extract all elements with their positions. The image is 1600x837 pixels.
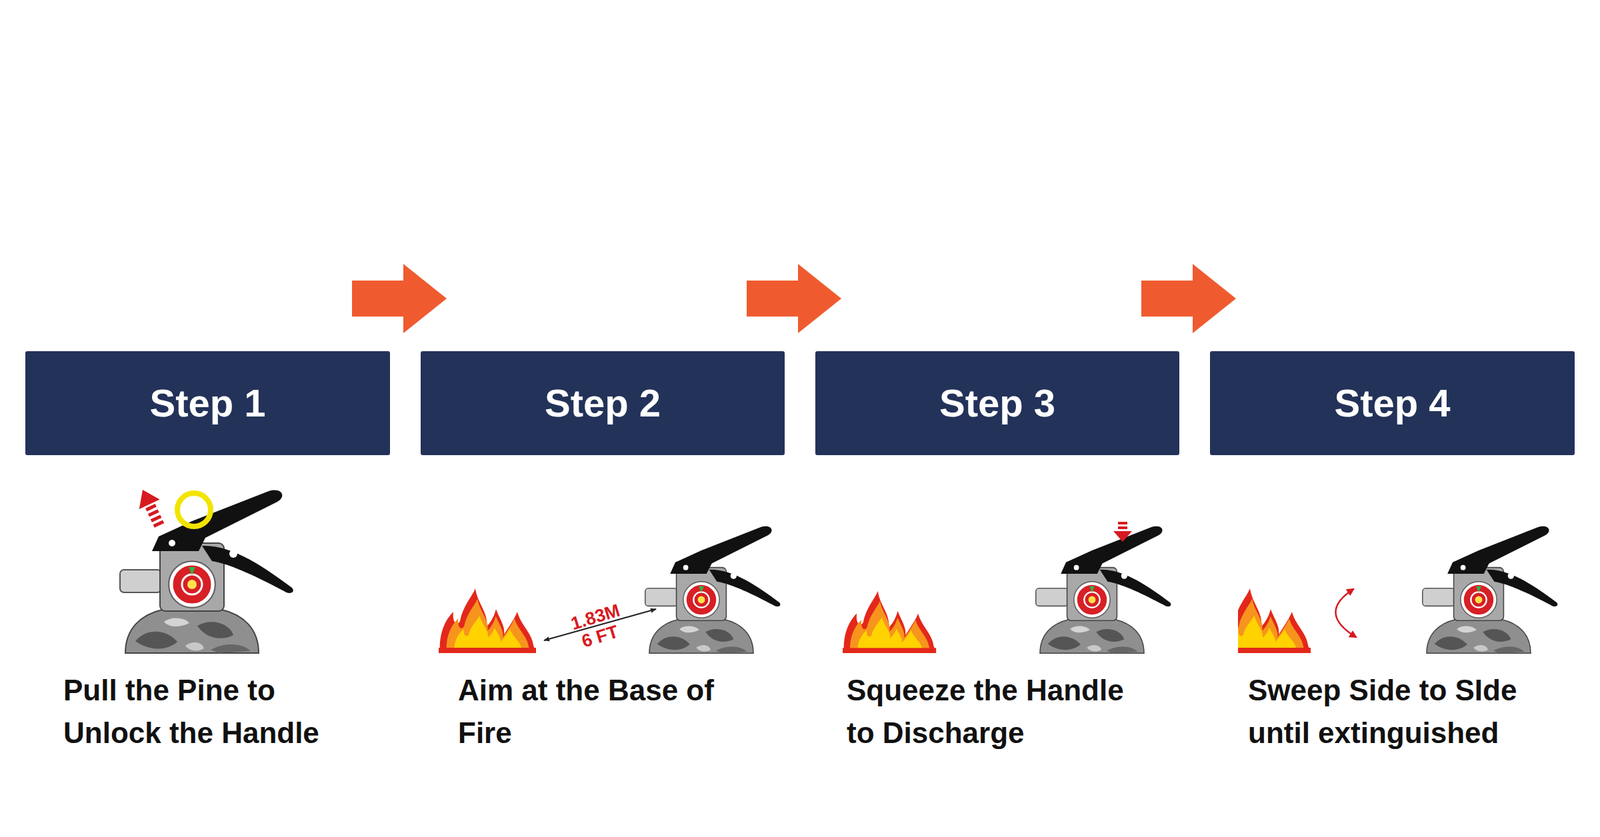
squeeze-arrow-head bbox=[1113, 531, 1132, 542]
step-title: Step 1 bbox=[149, 382, 266, 425]
extinguisher bbox=[1422, 526, 1558, 654]
step-caption: Aim at the Base of Fire bbox=[458, 669, 755, 755]
squeeze-arrow bbox=[1113, 522, 1132, 542]
step-box: Step 1 bbox=[25, 351, 390, 456]
fire-clipped bbox=[1238, 588, 1311, 654]
step-caption: Pull the Pine to Unlock the Handle bbox=[63, 669, 360, 755]
pull-arrow-stripe bbox=[148, 509, 160, 517]
step-caption: Squeeze the Handle to Discharge bbox=[846, 669, 1144, 755]
flow-arrow bbox=[352, 264, 447, 334]
fire bbox=[1238, 588, 1311, 654]
step-title: Step 4 bbox=[1334, 382, 1450, 425]
fire bbox=[842, 591, 936, 654]
fire bbox=[438, 588, 536, 654]
sweep-arrow bbox=[1335, 589, 1356, 638]
extinguisher bbox=[120, 490, 294, 654]
step-title: Step 3 bbox=[939, 382, 1056, 425]
pull-arrow-stripe bbox=[145, 504, 157, 512]
step-box: Step 2 bbox=[420, 351, 785, 456]
pull-arrow-stripe bbox=[150, 514, 162, 522]
pull-arrow-stripe bbox=[153, 520, 165, 528]
step-title: Step 2 bbox=[544, 382, 661, 425]
squeeze-arrow-stripe bbox=[1118, 522, 1128, 525]
extinguisher bbox=[645, 526, 781, 654]
flow-arrow bbox=[746, 264, 842, 334]
step-box: Step 4 bbox=[1210, 351, 1575, 456]
flow-arrow bbox=[1141, 264, 1236, 334]
step-caption: Sweep Side to SIde until extinguished bbox=[1248, 669, 1545, 755]
extinguisher bbox=[1036, 526, 1172, 654]
safety-pin-ring bbox=[177, 493, 211, 527]
pull-arrow bbox=[132, 485, 170, 531]
step-box: Step 3 bbox=[815, 351, 1180, 456]
squeeze-arrow-stripe bbox=[1118, 526, 1128, 530]
